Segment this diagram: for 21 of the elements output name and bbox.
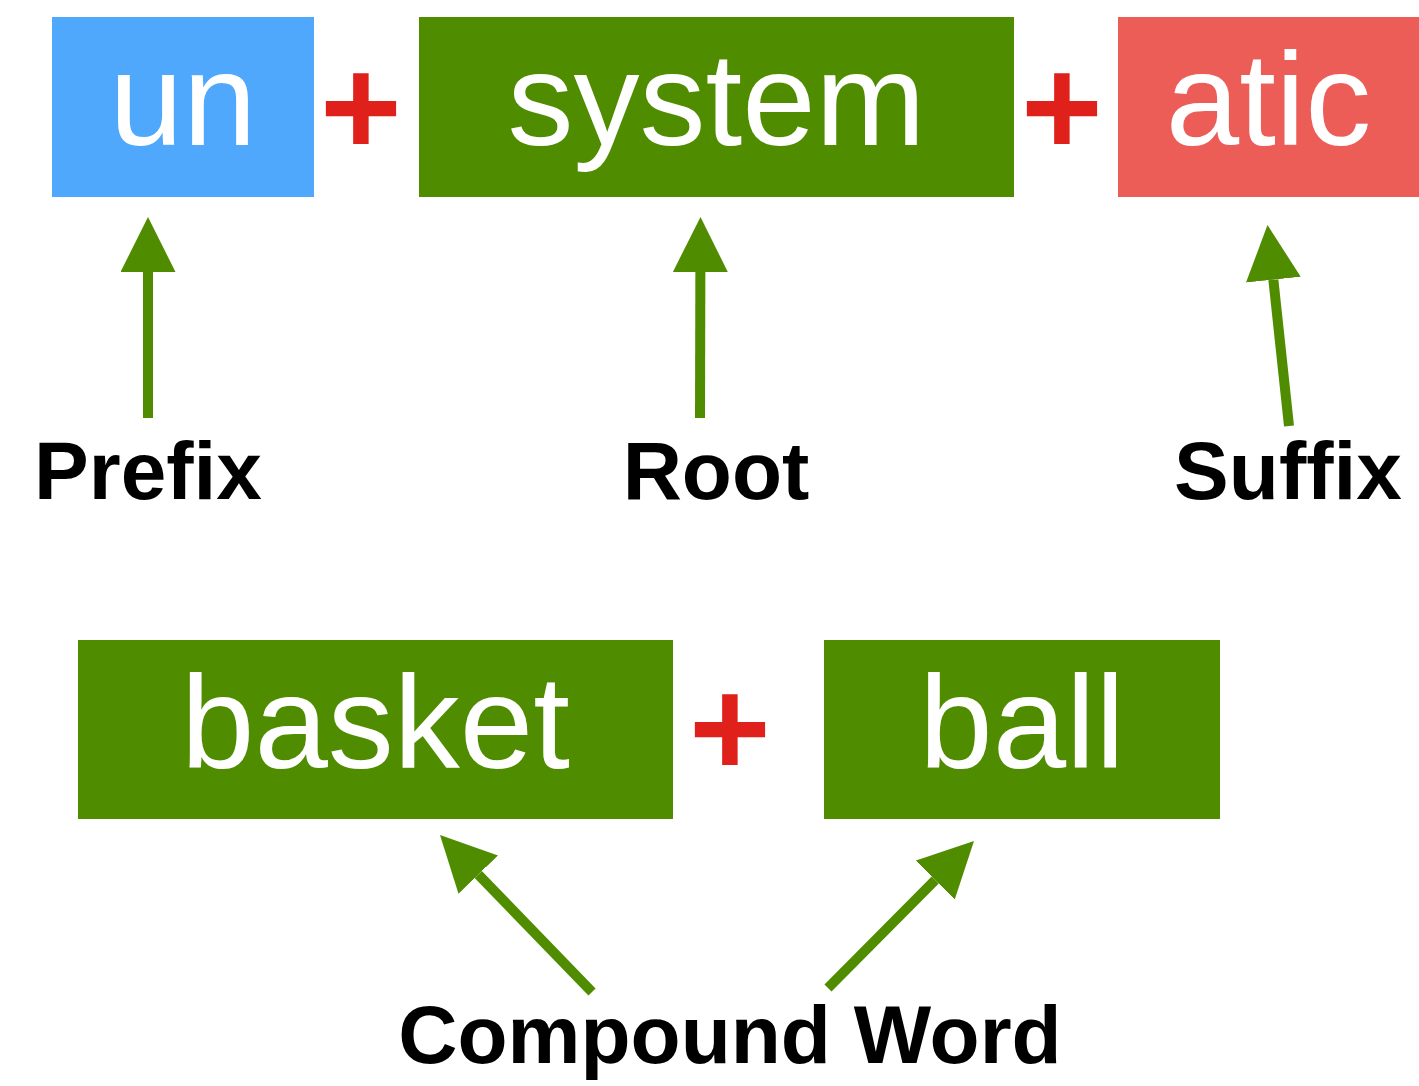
- word-part-box: [78, 640, 673, 819]
- word-part-box: [824, 640, 1220, 819]
- word-part: system: [507, 34, 926, 175]
- plus-sign: +: [1021, 37, 1103, 177]
- arrow: [672, 217, 728, 418]
- arrow: [440, 835, 596, 996]
- plus-sign: +: [689, 658, 771, 798]
- word-part-box: [52, 17, 314, 197]
- arrow: [120, 217, 176, 418]
- word-part: basket: [181, 656, 570, 798]
- word-part-box: [1118, 17, 1419, 197]
- word-part: un: [109, 34, 257, 175]
- word-part: ball: [919, 656, 1125, 798]
- word-part-box: [419, 17, 1014, 197]
- word-part: atic: [1165, 34, 1372, 175]
- arrow: [1246, 225, 1301, 427]
- term-label: Suffix: [1174, 430, 1402, 512]
- term-label: Root: [622, 430, 810, 512]
- term-label: Prefix: [34, 430, 262, 512]
- arrow: [824, 841, 974, 992]
- plus-sign: +: [320, 37, 402, 177]
